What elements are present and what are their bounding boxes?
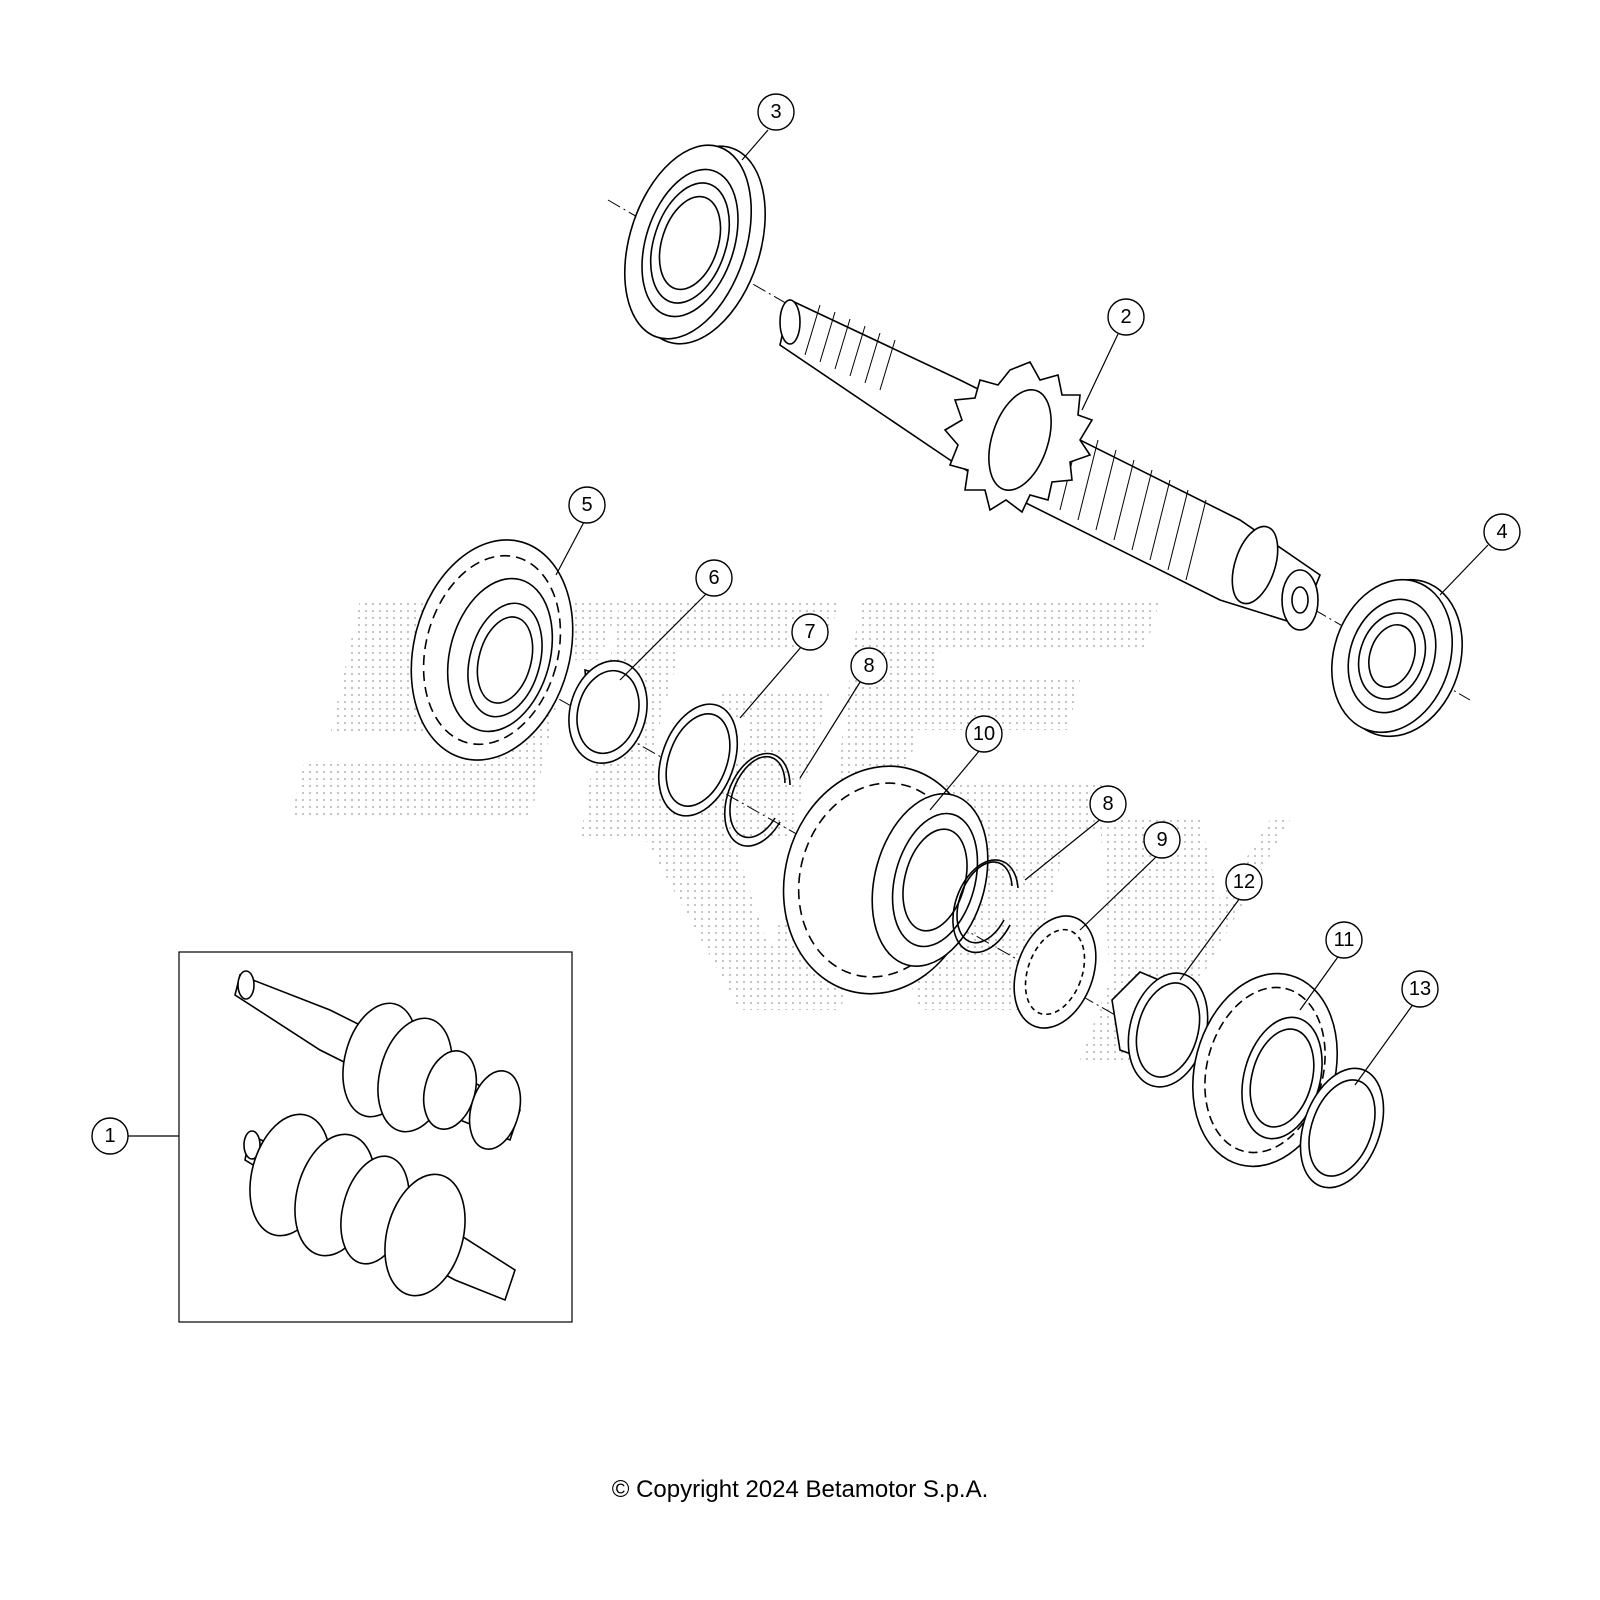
gear-part-5 bbox=[410, 539, 574, 761]
svg-text:3: 3 bbox=[770, 101, 781, 123]
toothed-washer-part-9 bbox=[1013, 915, 1097, 1029]
callout-12: 12 bbox=[1225, 863, 1263, 901]
circlip-part-8b bbox=[952, 859, 1019, 954]
callout-1: 1 bbox=[91, 1117, 129, 1155]
main-shaft-part-2 bbox=[779, 298, 1321, 631]
callout-10: 10 bbox=[965, 715, 1003, 753]
copyright-notice: © Copyright 2024 Betamotor S.p.A. bbox=[611, 1476, 989, 1503]
callout-3: 3 bbox=[757, 93, 795, 131]
callout-5: 5 bbox=[568, 486, 606, 524]
callout-7: 7 bbox=[791, 613, 829, 651]
svg-text:11: 11 bbox=[1334, 929, 1355, 951]
svg-text:12: 12 bbox=[1233, 871, 1255, 893]
leader-lines bbox=[128, 129, 1489, 1137]
svg-text:7: 7 bbox=[804, 621, 815, 643]
circlip-part-8a bbox=[723, 752, 791, 847]
svg-text:8: 8 bbox=[863, 655, 874, 677]
callout-8b: 8 bbox=[1089, 785, 1127, 823]
bushing-part-12 bbox=[1111, 971, 1209, 1088]
washer-part-13 bbox=[1299, 1067, 1385, 1189]
washer-part-7 bbox=[657, 703, 739, 817]
svg-text:2: 2 bbox=[1120, 306, 1131, 328]
svg-text:9: 9 bbox=[1156, 829, 1167, 851]
callout-8a: 8 bbox=[850, 647, 888, 685]
callout-2: 2 bbox=[1107, 298, 1145, 336]
callout-11: 11 bbox=[1325, 921, 1363, 959]
callout-13: 13 bbox=[1401, 970, 1439, 1008]
gear-part-10 bbox=[782, 765, 989, 995]
svg-text:8: 8 bbox=[1102, 793, 1113, 815]
assembly-inset-part-1 bbox=[178, 951, 573, 1323]
bushing-part-6 bbox=[568, 660, 648, 764]
callout-9: 9 bbox=[1143, 821, 1181, 859]
svg-text:13: 13 bbox=[1409, 978, 1431, 1000]
svg-text:4: 4 bbox=[1496, 521, 1507, 543]
svg-text:10: 10 bbox=[973, 723, 995, 745]
callout-4: 4 bbox=[1483, 513, 1521, 551]
bearing-part-3 bbox=[623, 144, 766, 345]
svg-text:1: 1 bbox=[104, 1125, 115, 1147]
gear-part-11 bbox=[1191, 972, 1339, 1168]
svg-text:5: 5 bbox=[581, 494, 592, 516]
bearing-part-4 bbox=[1331, 578, 1463, 738]
svg-text:6: 6 bbox=[708, 567, 719, 589]
callout-6: 6 bbox=[695, 559, 733, 597]
